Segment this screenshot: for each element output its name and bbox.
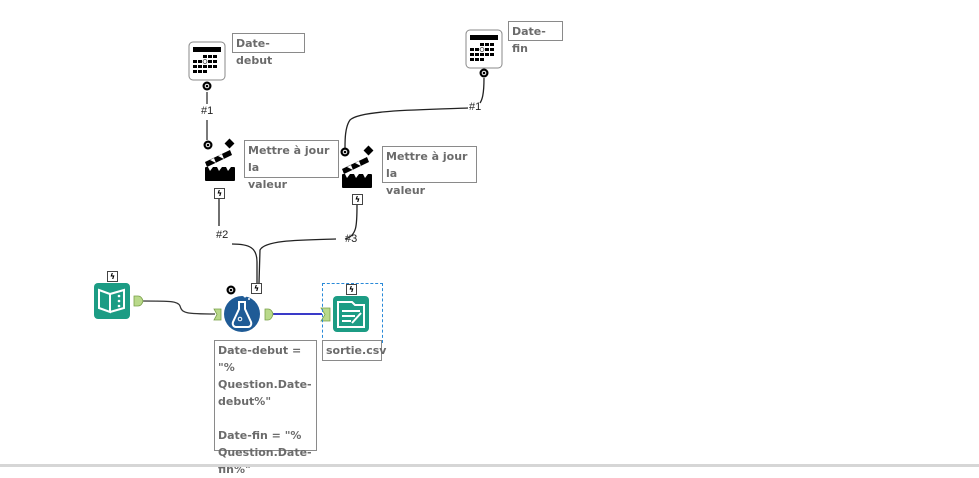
flask-icon [231, 294, 253, 328]
connection-input-to-formula[interactable] [141, 300, 216, 315]
question-anchor-icon[interactable] [226, 285, 236, 295]
connection-label: #1 [469, 101, 482, 113]
formula-tool[interactable] [213, 285, 274, 333]
calendar-icon [193, 47, 221, 73]
update-anchor-icon[interactable]: ϟ [107, 271, 118, 282]
workflow-canvas[interactable] [0, 0, 979, 467]
clapperboard-icon [205, 138, 235, 181]
canvas-bottom-border [0, 464, 979, 467]
tool-annotation-formula: Date-debut = "% Question.Date- debut%" D… [214, 340, 317, 476]
connection-label: #1 [201, 105, 214, 117]
book-icon [98, 288, 125, 314]
update-anchor-icon[interactable]: ϟ [352, 194, 363, 205]
selection-frame [322, 283, 383, 343]
update-anchor-icon[interactable]: ϟ [214, 188, 225, 199]
clapperboard-icon [342, 145, 374, 188]
date-fin-tool[interactable] [465, 29, 503, 78]
tool-annotation-action-1: Mettre à jour la valeur [244, 140, 339, 191]
calendar-icon [470, 35, 498, 61]
question-anchor-icon[interactable] [203, 140, 213, 150]
date-debut-tool[interactable] [188, 41, 226, 91]
action-tool-1[interactable] [203, 138, 236, 181]
tool-annotation-date-debut: Date-debut [232, 33, 305, 67]
update-anchor-icon[interactable]: ϟ [251, 283, 262, 294]
question-anchor-icon[interactable] [202, 81, 212, 91]
output-file-icon [337, 301, 365, 328]
tool-annotation-output: sortie.csv [322, 340, 386, 361]
input-anchor[interactable] [213, 308, 222, 321]
tool-annotation-date-fin: Date-fin [508, 21, 563, 55]
update-anchor-icon[interactable]: ϟ [346, 284, 357, 295]
question-anchor-icon[interactable] [479, 68, 489, 78]
connection-label: #3 [345, 233, 358, 245]
output-anchor[interactable] [133, 295, 144, 307]
output-anchor[interactable] [264, 308, 274, 321]
input-anchor[interactable] [320, 307, 331, 322]
connection-action1-to-formula[interactable] [218, 198, 258, 283]
action-tool-2[interactable] [340, 145, 374, 188]
connection-date-fin-to-action2[interactable] [344, 77, 485, 149]
output-data-tool[interactable] [320, 296, 369, 332]
question-anchor-icon[interactable] [340, 147, 350, 157]
connection-label: #2 [216, 229, 229, 241]
connection-action2-to-formula[interactable] [258, 204, 358, 284]
input-data-tool[interactable] [94, 283, 144, 319]
tool-annotation-action-2: Mettre à jour la valeur [382, 146, 477, 197]
